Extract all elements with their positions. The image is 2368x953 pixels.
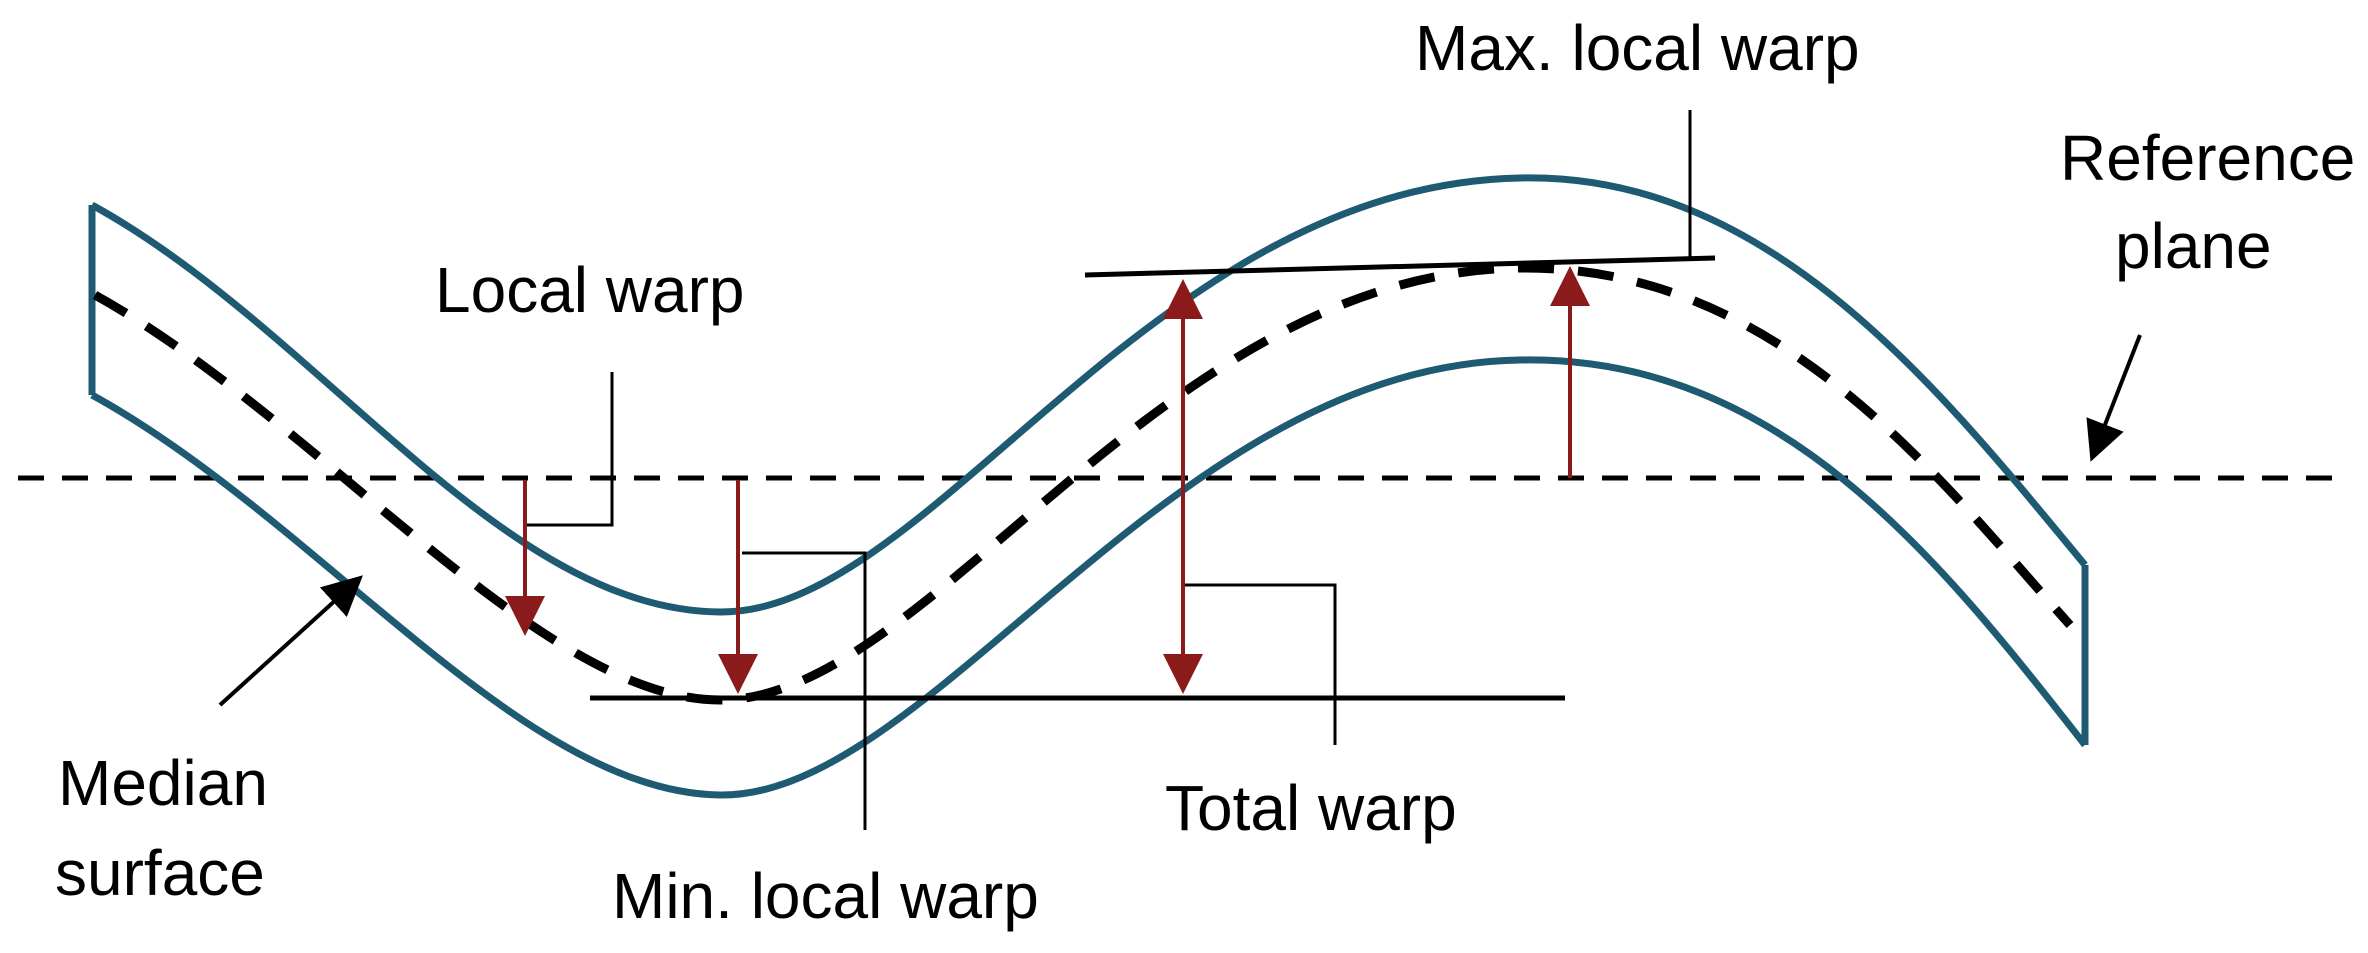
median-surface-label-line2: surface [55,837,265,909]
reference-plane-label-line2: plane [2115,210,2272,282]
max-local-warp-label: Max. local warp [1415,12,1860,84]
strip-lower-edge [90,356,2088,799]
strip-upper-edge [90,174,2088,616]
local-warp-label: Local warp [435,254,745,326]
local-warp-leader [523,372,614,545]
max-level-line [1084,255,1716,278]
min-local-warp-label: Min. local warp [612,860,1039,932]
median-surface-pointer [218,575,363,707]
median-surface-label-line1: Median [58,747,268,819]
reference-plane-label-line1: Reference [2060,122,2355,194]
reference-plane-pointer [2086,334,2142,462]
min-local-warp-leader [742,551,867,830]
total-warp-leader [1183,583,1337,745]
total-warp-label: Total warp [1165,772,1457,844]
median-surface-curve [92,263,2074,705]
